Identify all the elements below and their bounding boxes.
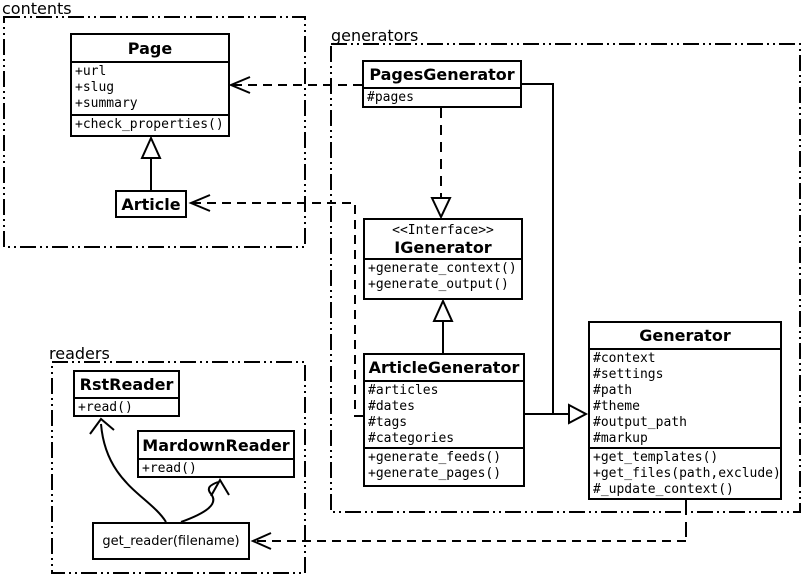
attribute: #dates — [368, 399, 415, 414]
generator-attributes: #context #settings #path #theme #output_… — [590, 350, 780, 449]
class-title-article: Article — [121, 194, 181, 214]
igenerator-methods: +generate_context() +generate_output() — [365, 260, 521, 298]
rstreader-methods: +read() — [75, 399, 178, 415]
attribute: #settings — [593, 367, 664, 382]
articlegenerator-attributes: #articles #dates #tags #categories — [365, 382, 523, 449]
attribute: #pages — [367, 90, 414, 105]
pagesgenerator-attributes: #pages — [364, 89, 520, 106]
class-title-generator: Generator — [590, 323, 780, 350]
interface-stereotype: <<Interface>> — [392, 223, 494, 238]
method: +read() — [142, 461, 197, 476]
class-article: Article — [115, 190, 187, 218]
method: +generate_pages() — [368, 466, 502, 481]
class-title-mardownreader: MardownReader — [139, 432, 293, 460]
class-generator: Generator #context #settings #path #them… — [588, 321, 782, 500]
attribute: +summary — [75, 96, 138, 111]
function-get-reader: get_reader(filename) — [92, 522, 250, 560]
realization-pagesgenerator-to-igenerator — [430, 108, 452, 220]
method: #_update_context() — [593, 482, 734, 497]
method: +get_files(path,exclude) — [593, 466, 780, 481]
class-rstreader: RstReader +read() — [73, 370, 180, 417]
dependency-pagesgenerator-to-page — [228, 76, 362, 94]
inheritance-articlegenerator-to-igenerator — [432, 298, 454, 353]
attribute: #markup — [593, 431, 648, 446]
method: +get_templates() — [593, 450, 719, 465]
inheritance-generators-to-generator — [522, 83, 589, 425]
association-getreader-to-mardownreader — [180, 478, 230, 523]
package-label-generators: generators — [331, 26, 419, 45]
class-igenerator: <<Interface>> IGenerator +generate_conte… — [363, 218, 523, 300]
package-label-contents: contents — [2, 0, 72, 18]
attribute: #context — [593, 351, 656, 366]
articlegenerator-methods: +generate_feeds() +generate_pages() — [365, 449, 523, 485]
attribute: #articles — [368, 383, 439, 398]
readers-package-border — [51, 361, 306, 574]
attribute: #theme — [593, 399, 640, 414]
class-title-articlegenerator: ArticleGenerator — [365, 355, 523, 382]
class-title-page: Page — [72, 35, 228, 63]
attribute: +slug — [75, 80, 115, 95]
association-getreader-to-rstreader — [89, 417, 167, 523]
attribute: #tags — [368, 415, 408, 430]
generators-package-border — [330, 43, 801, 513]
class-pagesgenerator: PagesGenerator #pages — [362, 60, 522, 108]
method: +generate_context() — [368, 261, 517, 276]
attribute: #categories — [368, 431, 455, 446]
method: +generate_feeds() — [368, 450, 502, 465]
dependency-generator-to-getreader — [250, 500, 687, 550]
attribute: +url — [75, 64, 107, 79]
class-page: Page +url +slug +summary +check_properti… — [70, 33, 230, 137]
class-title-igenerator: IGenerator — [394, 238, 492, 257]
function-label-get-reader: get_reader(filename) — [102, 533, 240, 549]
igenerator-title-block: <<Interface>> IGenerator — [365, 220, 521, 260]
class-articlegenerator: ArticleGenerator #articles #dates #tags … — [363, 353, 525, 487]
attribute: #path — [593, 383, 633, 398]
package-label-readers: readers — [49, 344, 110, 363]
attribute: #output_path — [593, 415, 687, 430]
method: +generate_output() — [368, 277, 509, 292]
dependency-articlegenerator-to-article — [188, 194, 363, 417]
class-title-rstreader: RstReader — [75, 372, 178, 399]
mardownreader-methods: +read() — [139, 460, 293, 476]
method: +read() — [78, 400, 133, 415]
inheritance-article-to-page — [140, 135, 162, 190]
page-methods: +check_properties() — [72, 116, 228, 135]
method: +check_properties() — [75, 117, 224, 132]
contents-package-border — [3, 16, 306, 248]
class-title-pagesgenerator: PagesGenerator — [364, 62, 520, 89]
page-attributes: +url +slug +summary — [72, 63, 228, 116]
generator-methods: +get_templates() +get_files(path,exclude… — [590, 449, 780, 498]
class-mardownreader: MardownReader +read() — [137, 430, 295, 478]
